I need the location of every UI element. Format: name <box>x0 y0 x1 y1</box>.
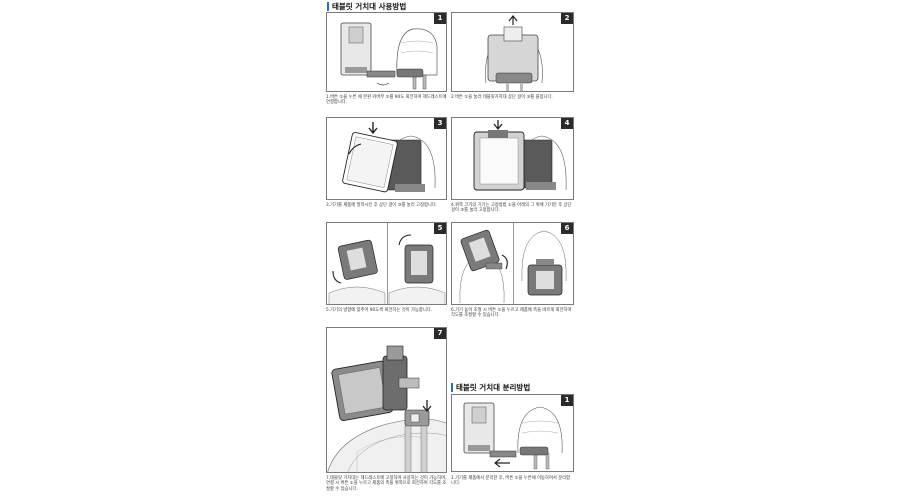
step-7-panel: 7 <box>326 327 447 473</box>
panel-divider <box>513 223 514 304</box>
step-1-panel: 1 <box>326 12 447 92</box>
detach-step-1-caption: 1.기기를 제품에서 분리한 후, 버튼 ①을 누른채 이동하여서 분리합니다. <box>451 476 571 487</box>
step-5-illustration <box>328 234 446 304</box>
panel-divider <box>387 223 388 304</box>
step-3-illustration <box>342 122 436 193</box>
step-6-caption: 6.기기 높이 조절 시 버튼 ①을 누르고 제품에 측을 바르게 회전하여 각… <box>451 308 572 319</box>
step-1-caption: 1.버튼 ①을 누른 채 본판 커버부 ②를 90도 회전하여 헤드레스트에 연… <box>326 95 447 106</box>
detach-section-title: 태블릿 거치대 분리방법 <box>451 383 530 392</box>
step-7-illustration <box>327 345 446 472</box>
step-4-panel: 4 <box>451 117 574 200</box>
step-1-illustration <box>340 22 438 90</box>
step-number: 7 <box>434 328 446 339</box>
step-number: 1 <box>561 395 573 406</box>
step-2-illustration <box>485 15 543 91</box>
step-6-panel: 6 <box>451 222 574 305</box>
step-4-illustration <box>473 120 567 191</box>
step-number: 4 <box>561 118 573 129</box>
step-3-panel: 3 <box>326 117 447 200</box>
step-number: 5 <box>434 223 446 234</box>
step-2-panel: 2 <box>451 12 574 92</box>
step-6-illustration <box>459 229 567 304</box>
detach-step-1-illustration <box>463 402 563 470</box>
step-number: 6 <box>561 223 573 234</box>
step-5-caption: 5.기기의 방향에 맞추어 90도씩 회전하는 것이 가능합니다. <box>326 308 433 313</box>
step-4-caption: 4.위쪽 크기의 기기는 고정방법 ①을 아래의 그 위에 기기만 후 상단 걸… <box>451 203 572 214</box>
step-number: 1 <box>434 13 446 24</box>
step-number: 2 <box>561 13 573 24</box>
step-number: 3 <box>434 118 446 129</box>
step-7-caption: 7.태블릿 거치대는 헤드레스트에 고정하여 사용하는 것이 가능하며, 연결 … <box>326 476 447 492</box>
step-3-caption: 3.기기를 제품에 밀착시킨 후 상단 걸이 ③를 눌러 고정합니다. <box>326 203 438 208</box>
step-2-caption: 2.버튼 ①을 눌러 태블릿거치대 상단 걸이 ③를 올립니다. <box>451 95 553 100</box>
detach-step-1-panel: 1 <box>451 394 574 472</box>
usage-section-title: 태블릿 거치대 사용방법 <box>327 2 406 11</box>
step-5-panel: 5 <box>326 222 447 305</box>
